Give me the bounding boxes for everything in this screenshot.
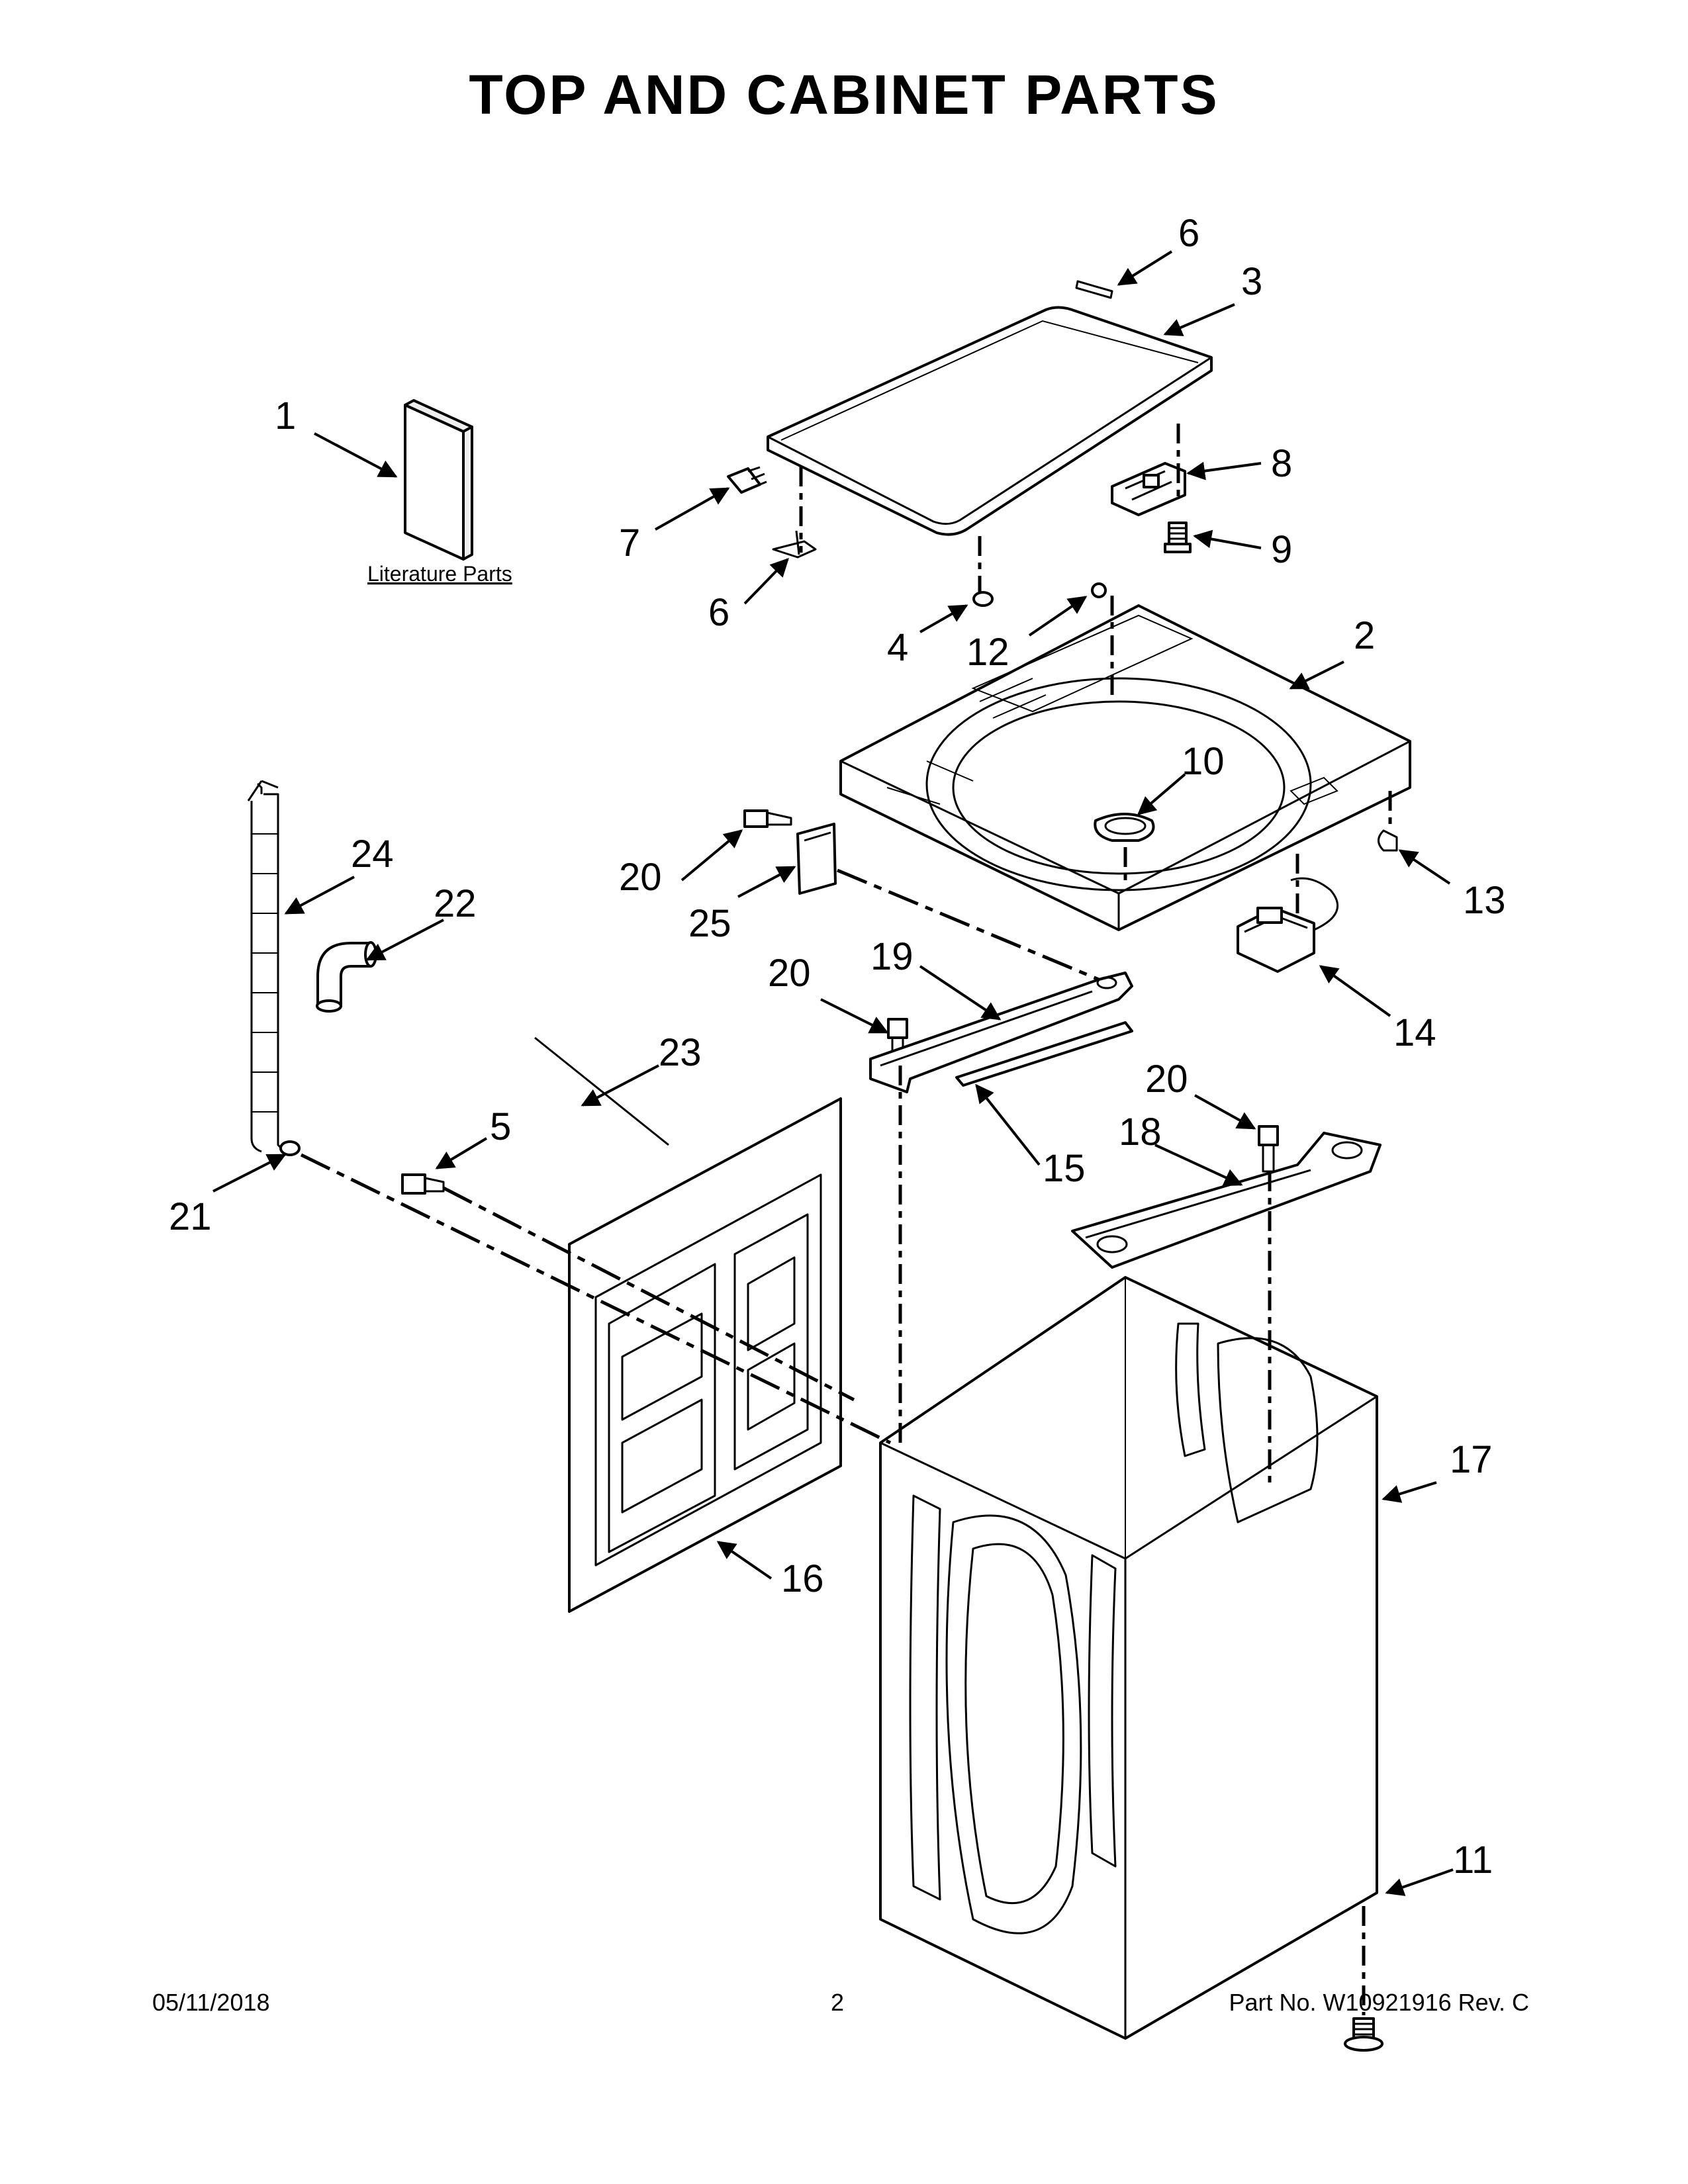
callout-17: 17 [1450, 1438, 1493, 1481]
screw-5 [401, 1173, 445, 1195]
leader-lines [212, 250, 1454, 1896]
footer-part-number: Part No. W10921916 Rev. C [1229, 1989, 1529, 2016]
callout-5: 5 [490, 1105, 511, 1148]
bracket-25 [796, 823, 837, 895]
callout-15: 15 [1043, 1147, 1086, 1190]
callout-12: 12 [966, 631, 1009, 674]
cabinet [879, 1276, 1378, 2040]
callout-3: 3 [1241, 260, 1262, 303]
callout-4: 4 [887, 626, 908, 669]
callout-8: 8 [1271, 442, 1292, 485]
callout-16: 16 [781, 1557, 824, 1600]
callout-11: 11 [1453, 1839, 1493, 1882]
callout-6a: 6 [1178, 212, 1199, 255]
callout-18: 18 [1119, 1111, 1162, 1154]
lid-switch [1237, 877, 1338, 973]
callout-19: 19 [870, 935, 914, 978]
callout-20b: 20 [768, 952, 811, 995]
lid-screw [727, 466, 767, 494]
literature-manual [404, 399, 473, 561]
callout-20c: 20 [1145, 1058, 1188, 1101]
drain-elbow [316, 941, 377, 1013]
callout-14: 14 [1393, 1011, 1436, 1054]
callout-20a: 20 [619, 856, 662, 899]
rear-brace [1071, 1132, 1382, 1269]
callout-7: 7 [619, 522, 640, 565]
lid [767, 306, 1213, 536]
callout-25: 25 [688, 902, 731, 945]
hinge-clip [772, 530, 817, 559]
wire-23 [534, 1036, 669, 1146]
callout-21: 21 [169, 1195, 212, 1238]
callout-9: 9 [1271, 528, 1292, 571]
screw-20-a [743, 809, 792, 828]
callout-24: 24 [351, 833, 394, 876]
callout-6b: 6 [708, 591, 729, 634]
callout-1: 1 [275, 394, 296, 437]
screw-9 [1164, 522, 1192, 553]
screw-20-c [1258, 1125, 1279, 1173]
drain-hose [247, 780, 286, 1153]
callout-2: 2 [1354, 614, 1375, 657]
page-title: TOP AND CABINET PARTS [469, 64, 1219, 126]
lid-bumper [972, 591, 994, 607]
literature-parts-label: Literature Parts [367, 562, 512, 586]
footer-date: 05/11/2018 [152, 1989, 270, 2016]
callout-10: 10 [1182, 740, 1225, 783]
top-cover [839, 604, 1411, 931]
hinge-pin-top [1075, 280, 1113, 299]
top-clip [1378, 829, 1398, 852]
lid-pin [1091, 582, 1107, 598]
trim-strip [955, 1021, 1133, 1087]
front-brace [869, 972, 1133, 1093]
hose-clamp [279, 1140, 301, 1156]
leveling-leg [1344, 2017, 1383, 2052]
callout-22: 22 [434, 882, 477, 925]
rear-panel [568, 1097, 842, 1613]
lid-lock [1111, 462, 1186, 516]
callout-23: 23 [659, 1031, 702, 1074]
callout-13: 13 [1463, 879, 1506, 922]
footer-page-number: 2 [831, 1989, 845, 2016]
dispenser-cup [1094, 813, 1155, 842]
